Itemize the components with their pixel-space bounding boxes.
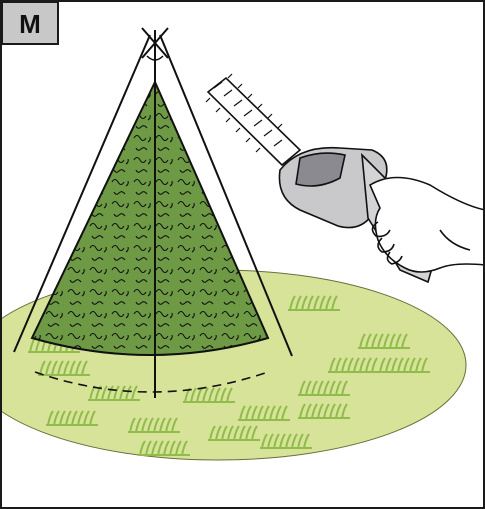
- panel-label-text: M: [19, 9, 41, 39]
- hand-icon: [370, 178, 485, 273]
